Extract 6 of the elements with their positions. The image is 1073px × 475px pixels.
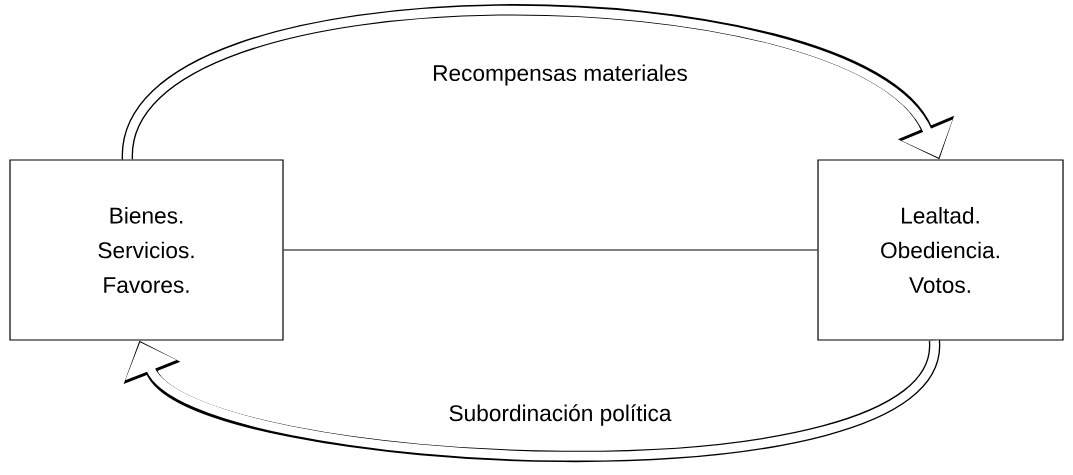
arrow [121, 4, 955, 161]
edge-label: Subordinación política [445, 401, 675, 429]
arrow [123, 338, 940, 463]
text-box: Bienes. Servicios. Favores. [9, 159, 284, 341]
edge-label: Recompensas materiales [429, 61, 691, 89]
text-box: Lealtad. Obediencia. Votos. [817, 159, 1064, 341]
